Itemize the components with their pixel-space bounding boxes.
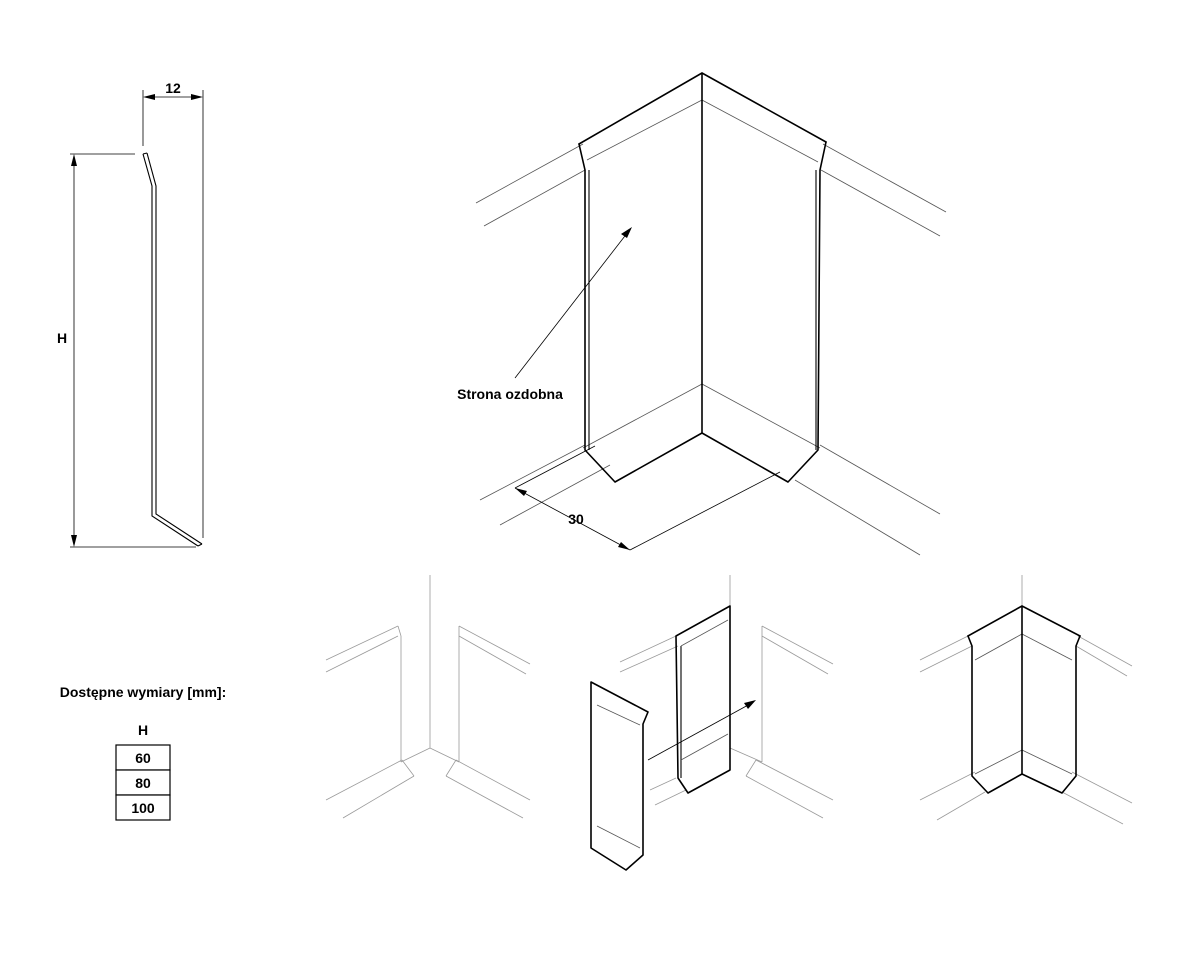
table-row-value: 80: [135, 775, 151, 791]
dimensions-table: Dostępne wymiary [mm]: H 60 80 100: [60, 684, 226, 821]
table-row-value: 100: [131, 800, 155, 816]
step-1-empty-corner: [325, 575, 531, 819]
thickness-dimension: 12: [143, 80, 203, 100]
profile-cross-section: H 12: [57, 80, 204, 548]
height-dimension: H: [57, 154, 77, 547]
table-cell: [115, 794, 171, 821]
thickness-label: 12: [165, 80, 181, 96]
depth-dimension: 30: [514, 445, 781, 551]
depth-label: 30: [568, 511, 584, 527]
table-cell: [115, 769, 171, 796]
main-corner-view: Strona ozdobna 30: [457, 72, 947, 556]
step-2-installation: [590, 575, 834, 871]
dimensions-title: Dostępne wymiary [mm]:: [60, 684, 226, 700]
step-3-installed: [919, 575, 1133, 825]
table-header-h: H: [138, 722, 148, 738]
table-row-value: 60: [135, 750, 151, 766]
height-label: H: [57, 330, 67, 346]
decorative-side-label: Strona ozdobna: [457, 386, 563, 402]
decorative-side-callout: Strona ozdobna: [457, 227, 632, 402]
